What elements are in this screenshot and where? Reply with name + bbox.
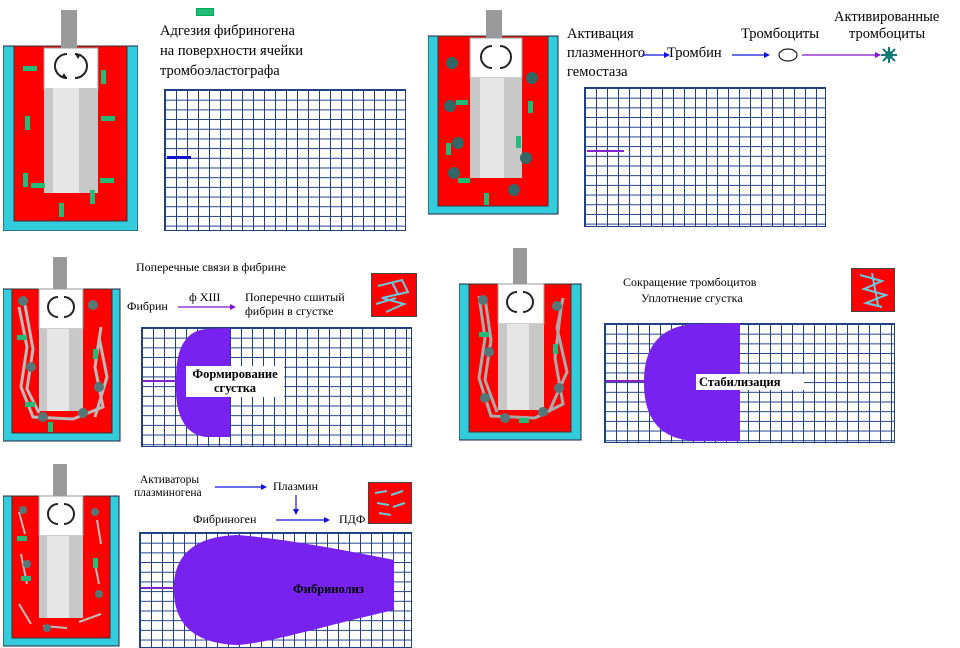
panel1-caption-line2: на поверхности ячейки: [160, 43, 304, 59]
panel4-clot-shape: [644, 323, 740, 441]
panel3-title: Поперечные связи в фибрине: [136, 260, 286, 274]
crosslinked-fibrin-icon: [371, 273, 417, 317]
activation-label-line1: Активация: [567, 26, 634, 42]
panel5-plasmin-arrow: [293, 495, 299, 515]
panel5-activator-arrow: [215, 484, 267, 490]
panel3-clot-label-line2: сгустка: [213, 381, 257, 396]
plasminogen-activators-line2: плазминогена: [134, 487, 202, 499]
teg-cell-2: [428, 8, 563, 216]
teg-cell-4-drawing: [459, 248, 582, 441]
teg-cell-5: [3, 464, 123, 648]
activation-label-line2: плазменного: [567, 45, 646, 61]
panel5-degradation-arrow: [276, 517, 330, 523]
plasmin-label: Плазмин: [273, 479, 318, 493]
panel4-clot-label: Стабилизация: [696, 374, 804, 391]
panel3-arrow: [178, 304, 236, 310]
teg-cell-1-drawing: [3, 10, 138, 231]
teg-cell-4: [459, 248, 584, 442]
crosslinked-fibrin-line2: фибрин в сгустке: [245, 304, 334, 318]
fdp-label: ПДФ: [339, 512, 366, 526]
teg-cell-5-drawing: [3, 464, 120, 647]
panel5-trace-line: [141, 587, 177, 589]
fibrin-degradation-icon: [368, 482, 412, 524]
panel4-trace-line: [606, 380, 646, 382]
thrombin-label: Тромбин: [667, 45, 722, 61]
activated-platelets-line1: Активированные: [834, 9, 940, 25]
panel1-caption-line1: Адгезия фибриногена: [160, 23, 295, 39]
panel5-clot-shape: [174, 535, 394, 645]
fibrinogen-legend-icon: [196, 8, 214, 16]
panel2-pathway-arrows: [642, 47, 897, 63]
platelets-label: Тромбоциты: [741, 26, 819, 42]
teg-cell-2-drawing: [428, 10, 559, 215]
crosslinked-fibrin-line1: Поперечно сшитый: [245, 290, 345, 304]
panel2-trace-line: [587, 150, 624, 152]
panel3-clot-label: Формирование сгустка: [186, 366, 284, 397]
panel5-clot-label: Фибринолиз: [293, 582, 364, 596]
panel2-chart-grid: [584, 87, 826, 227]
factor-xiii-label: ф XIII: [189, 290, 221, 304]
panel3-trace-line: [143, 380, 178, 382]
teg-cell-1: [3, 8, 138, 231]
panel4-title-line2: Уплотнение сгустка: [641, 291, 743, 305]
panel3-clot-label-line1: Формирование: [192, 367, 278, 381]
panel4-title-line1: Сокращение тромбоцитов: [623, 275, 757, 289]
teg-cell-3-drawing: [3, 257, 121, 442]
plasminogen-activators-line1: Активаторы: [140, 474, 200, 486]
fibrin-label: Фибрин: [127, 299, 168, 313]
fibrinogen-label: Фибриноген: [193, 512, 257, 526]
teg-cell-3: [3, 257, 123, 442]
activated-platelets-line2: тромбоциты: [849, 26, 926, 42]
panel1-caption-line3: тромбоэластографа: [160, 63, 280, 79]
activation-label-line3: гемостаза: [567, 64, 628, 80]
contracted-clot-icon: [851, 268, 895, 312]
panel1-trace-line: [167, 156, 191, 159]
panel1-chart-grid: [164, 89, 406, 231]
